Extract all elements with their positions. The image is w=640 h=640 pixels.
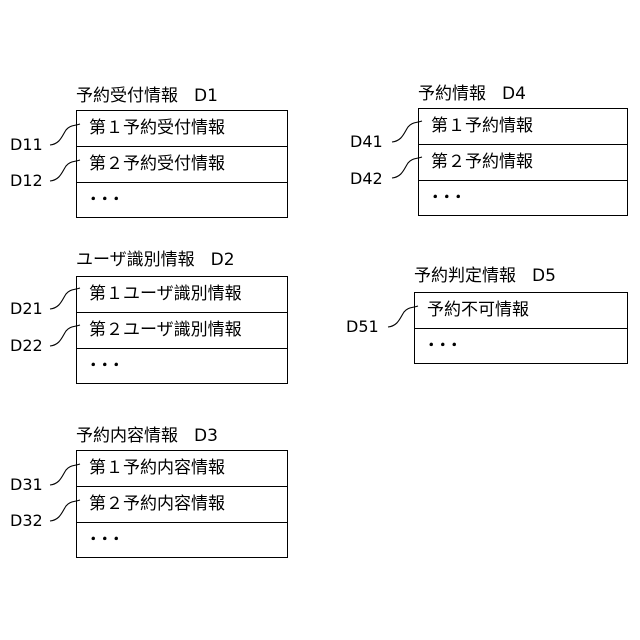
group-d2-row-1: 第１ユーザ識別情報	[77, 277, 287, 313]
group-d5-row-1: 予約不可情報	[415, 293, 627, 329]
group-d3-code: D3	[194, 426, 218, 446]
group-d1-title: 予約受付情報 D1	[76, 86, 218, 106]
ref-label-d12: D12	[10, 172, 43, 190]
group-d2-title: ユーザ識別情報 D2	[76, 250, 235, 270]
group-d3-row-ellipsis: ･･･	[77, 523, 287, 559]
group-d1-box: 第１予約受付情報 第２予約受付情報 ･･･	[76, 110, 288, 218]
group-d1-code: D1	[194, 86, 218, 106]
group-d4-row-ellipsis: ･･･	[419, 181, 627, 217]
ref-label-d32: D32	[10, 512, 43, 530]
group-d1-row-ellipsis: ･･･	[77, 183, 287, 219]
group-d2-row-ellipsis: ･･･	[77, 349, 287, 385]
group-d1-row-1: 第１予約受付情報	[77, 111, 287, 147]
group-d2-code: D2	[211, 250, 235, 270]
group-d3-box: 第１予約内容情報 第２予約内容情報 ･･･	[76, 450, 288, 558]
ref-label-d41: D41	[350, 133, 383, 151]
ref-label-d11: D11	[10, 136, 43, 154]
group-d4-title: 予約情報 D4	[418, 84, 526, 104]
group-d3-row-1: 第１予約内容情報	[77, 451, 287, 487]
group-d2-name: ユーザ識別情報	[76, 250, 195, 270]
group-d3-row-2: 第２予約内容情報	[77, 487, 287, 523]
ref-label-d42: D42	[350, 170, 383, 188]
group-d1-row-2: 第２予約受付情報	[77, 147, 287, 183]
group-d5-row-ellipsis: ･･･	[415, 329, 627, 365]
ref-label-d51: D51	[346, 318, 379, 336]
group-d2-box: 第１ユーザ識別情報 第２ユーザ識別情報 ･･･	[76, 276, 288, 384]
group-d4-code: D4	[502, 84, 526, 104]
group-d5-box: 予約不可情報 ･･･	[414, 292, 628, 364]
group-d4-name: 予約情報	[418, 84, 486, 104]
group-d5-name: 予約判定情報	[414, 266, 516, 286]
group-d2-row-2: 第２ユーザ識別情報	[77, 313, 287, 349]
group-d5-title: 予約判定情報 D5	[414, 266, 556, 286]
group-d4-box: 第１予約情報 第２予約情報 ･･･	[418, 108, 628, 216]
group-d4-row-2: 第２予約情報	[419, 145, 627, 181]
group-d4-row-1: 第１予約情報	[419, 109, 627, 145]
ref-label-d31: D31	[10, 476, 43, 494]
group-d3-name: 予約内容情報	[76, 426, 178, 446]
ref-label-d22: D22	[10, 337, 43, 355]
group-d3-title: 予約内容情報 D3	[76, 426, 218, 446]
ref-label-d21: D21	[10, 300, 43, 318]
group-d1-name: 予約受付情報	[76, 86, 178, 106]
group-d5-code: D5	[532, 266, 556, 286]
